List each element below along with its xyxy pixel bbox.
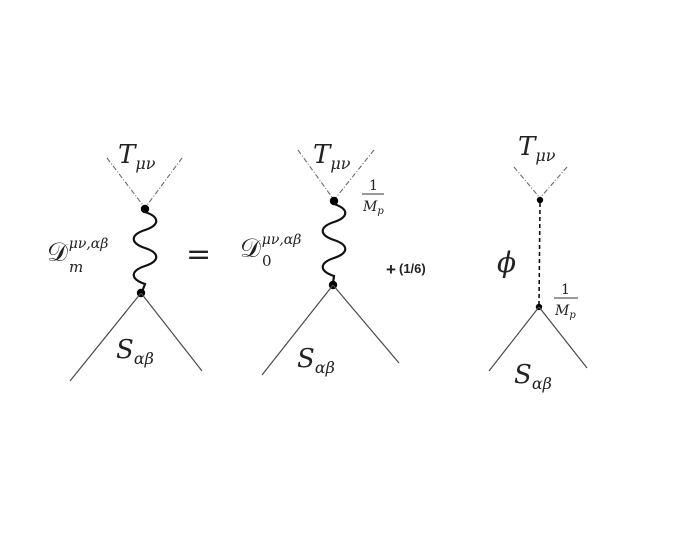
tensor-leg-right <box>144 157 183 209</box>
tensor-leg-right <box>333 149 375 201</box>
scalar-leg-right <box>538 306 588 369</box>
coupling-numerator: 1 <box>369 178 378 194</box>
scalar-propagator <box>538 202 541 305</box>
scalar-leg-left <box>488 306 540 372</box>
plus-sign: + <box>386 260 396 279</box>
tensor-leg-left <box>513 166 541 199</box>
scalar-source-label: Sαβ <box>514 360 552 393</box>
scalar-field-label: ϕ <box>497 246 516 279</box>
propagator-subscript: m <box>69 258 83 276</box>
tensor-leg-left <box>297 149 335 201</box>
equals-sign: = <box>186 237 211 272</box>
coupling-denominator: Mp <box>554 303 576 321</box>
tensor-source-label: Tμν <box>518 132 556 165</box>
scalar-source-label: Sαβ <box>297 344 335 377</box>
graviton-propagator <box>321 202 347 285</box>
coupling-denominator: Mp <box>362 199 384 217</box>
scalar-leg-left <box>69 292 142 382</box>
coefficient-label: (1/6) <box>399 261 426 276</box>
propagator-label: 𝒟μν,αβ <box>47 236 108 268</box>
upper-vertex <box>536 196 544 204</box>
upper-vertex <box>140 204 150 214</box>
diagram-massless-graviton: Tμν 1 Mp 𝒟μν,αβ 0 Sαβ <box>240 140 400 377</box>
scalar-leg-right <box>332 284 400 364</box>
propagator-label: 𝒟μν,αβ <box>240 232 301 264</box>
upper-vertex <box>329 196 339 206</box>
diagram-scalar-exchange: Tμν ϕ 1 Mp Sαβ <box>488 132 588 393</box>
graviton-propagator <box>132 210 158 294</box>
propagator-subscript: 0 <box>262 252 272 270</box>
coupling-numerator: 1 <box>561 282 570 298</box>
tensor-leg-left <box>106 157 146 209</box>
scalar-leg-left <box>261 284 334 376</box>
tensor-leg-right <box>539 166 568 199</box>
tensor-source-label: Tμν <box>118 140 156 173</box>
tensor-source-label: Tμν <box>313 140 351 173</box>
scalar-source-label: Sαβ <box>116 335 154 368</box>
diagram-massive-graviton: Tμν 𝒟μν,αβ m Sαβ <box>47 140 203 382</box>
scalar-leg-right <box>140 292 203 372</box>
